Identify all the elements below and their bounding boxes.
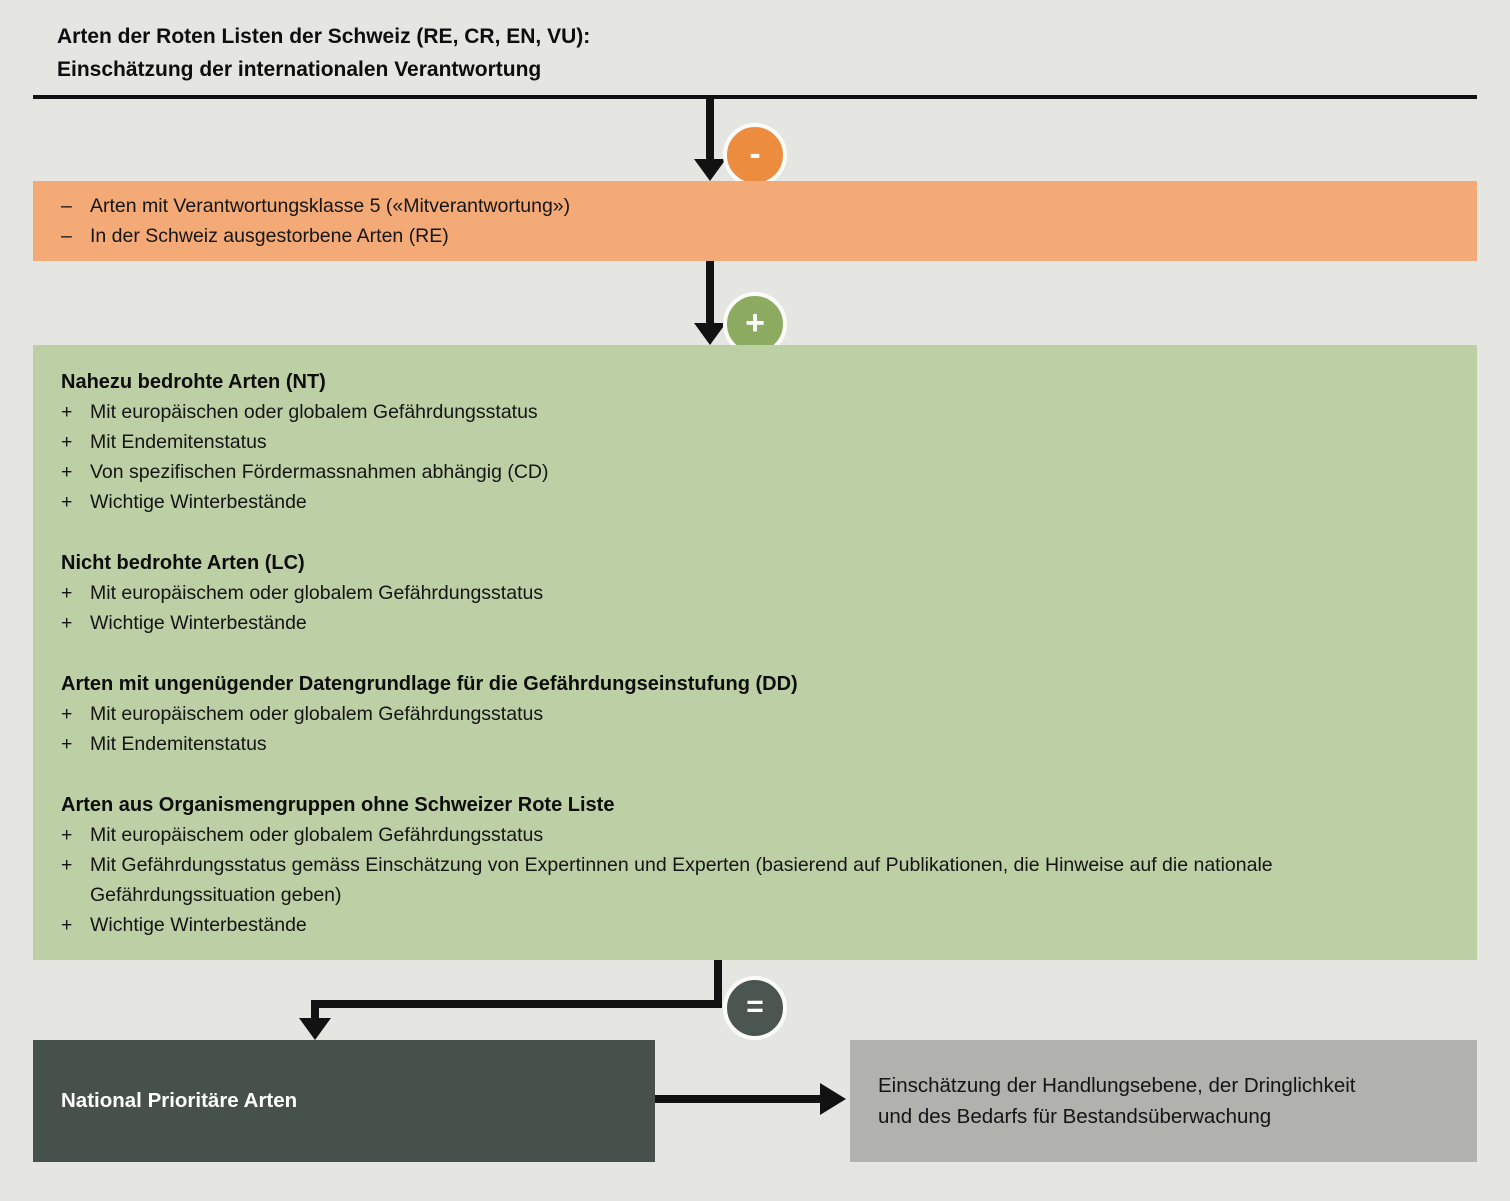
section-lc: Nicht bedrohte Arten (LC) + Mit europäis… (61, 548, 1449, 638)
diagram-title-line1: Arten der Roten Listen der Schweiz (RE, … (57, 25, 591, 48)
criterion-item: + Wichtige Winterbestände (61, 608, 1449, 638)
top-divider-line (33, 95, 1477, 99)
exclusion-item-text: In der Schweiz ausgestorbene Arten (RE) (90, 225, 449, 247)
criterion-item: + Mit Endemitenstatus (61, 427, 1449, 457)
criterion-item: + Mit europäischem oder globalem Gefährd… (61, 578, 1449, 608)
plus-marker: + (61, 612, 73, 634)
criterion-item: + Wichtige Winterbestände (61, 910, 1449, 940)
criterion-text: Mit europäischem oder globalem Gefährdun… (90, 703, 544, 725)
section-heading: Nahezu bedrohte Arten (NT) (61, 371, 326, 393)
criterion-text: Wichtige Winterbestände (90, 914, 307, 936)
arrow-down-1-shaft (706, 97, 714, 161)
diagram-title-line2: Einschätzung der internationalen Verantw… (57, 58, 542, 81)
section-heading: Nicht bedrohte Arten (LC) (61, 552, 305, 574)
assessment-box: Einschätzung der Handlungsebene, der Dri… (850, 1040, 1477, 1162)
section-dd: Arten mit ungenügender Datengrundlage fü… (61, 669, 1449, 759)
plus-marker: + (61, 582, 73, 604)
minus-badge-label: - (749, 134, 761, 173)
plus-marker: + (61, 491, 73, 513)
assessment-box-line1: Einschätzung der Handlungsebene, der Dri… (878, 1074, 1356, 1097)
exclusion-box: – Arten mit Verantwortungsklasse 5 («Mit… (33, 181, 1477, 261)
criterion-item: + Von spezifischen Fördermassnahmen abhä… (61, 457, 1449, 487)
criterion-text: Wichtige Winterbestände (90, 491, 307, 513)
criterion-item: + Mit europäischem oder globalem Gefährd… (61, 699, 1449, 729)
criterion-text: Mit Endemitenstatus (90, 431, 267, 453)
section-no-redlist: Arten aus Organismengruppen ohne Schweiz… (61, 790, 1449, 940)
criterion-text: Mit europäischen oder globalem Gefährdun… (90, 401, 538, 423)
plus-marker: + (61, 703, 73, 725)
inclusion-box: Nahezu bedrohte Arten (NT) + Mit europäi… (33, 345, 1477, 960)
connector-drop-segment (311, 1000, 319, 1020)
criterion-item: + Mit Endemitenstatus (61, 729, 1449, 759)
criterion-item: + Wichtige Winterbestände (61, 487, 1449, 517)
section-nt: Nahezu bedrohte Arten (NT) + Mit europäi… (61, 367, 1449, 517)
arrow-down-2-shaft (706, 261, 714, 325)
plus-marker: + (61, 914, 73, 936)
criterion-text: Mit Gefährdungsstatus gemäss Einschätzun… (90, 854, 1273, 906)
criterion-text: Von spezifischen Fördermassnahmen abhäng… (90, 461, 549, 483)
plus-badge-label: + (745, 303, 765, 342)
connector-vertical-segment (714, 960, 722, 1008)
arrow-down-2-head (694, 323, 726, 345)
plus-marker: + (61, 401, 73, 423)
section-heading: Arten aus Organismengruppen ohne Schweiz… (61, 794, 615, 816)
section-heading: Arten mit ungenügender Datengrundlage fü… (61, 673, 798, 695)
criterion-text: Wichtige Winterbestände (90, 612, 307, 634)
dash-marker: – (61, 195, 72, 217)
arrow-right-head (820, 1083, 846, 1115)
plus-marker: + (61, 824, 73, 846)
dash-marker: – (61, 225, 72, 247)
arrow-down-1-head (694, 159, 726, 181)
exclusion-item: – In der Schweiz ausgestorbene Arten (RE… (61, 221, 1449, 251)
criterion-text: Mit Endemitenstatus (90, 733, 267, 755)
assessment-box-line2: und des Bedarfs für Bestandsüberwachung (878, 1105, 1272, 1128)
minus-badge: - (723, 123, 787, 187)
exclusion-item-text: Arten mit Verantwortungsklasse 5 («Mitve… (90, 195, 571, 217)
exclusion-item: – Arten mit Verantwortungsklasse 5 («Mit… (61, 191, 1449, 221)
arrow-right-shaft (655, 1095, 822, 1103)
plus-marker: + (61, 461, 73, 483)
arrow-down-3-head (299, 1018, 331, 1040)
equals-badge: = (723, 976, 787, 1040)
plus-marker: + (61, 854, 73, 876)
result-box-label: National Prioritäre Arten (61, 1089, 298, 1112)
criterion-item: + Mit europäischem oder globalem Gefährd… (61, 820, 1449, 850)
result-box: National Prioritäre Arten (33, 1040, 655, 1162)
criterion-item: + Mit europäischen oder globalem Gefährd… (61, 397, 1449, 427)
plus-marker: + (61, 431, 73, 453)
criterion-text: Mit europäischem oder globalem Gefährdun… (90, 824, 544, 846)
connector-horizontal-segment (311, 1000, 722, 1008)
equals-badge-label: = (746, 989, 764, 1023)
criterion-item: + Mit Gefährdungsstatus gemäss Einschätz… (61, 850, 1449, 910)
plus-marker: + (61, 733, 73, 755)
criterion-text: Mit europäischem oder globalem Gefährdun… (90, 582, 544, 604)
diagram-title: Arten der Roten Listen der Schweiz (RE, … (57, 20, 590, 86)
